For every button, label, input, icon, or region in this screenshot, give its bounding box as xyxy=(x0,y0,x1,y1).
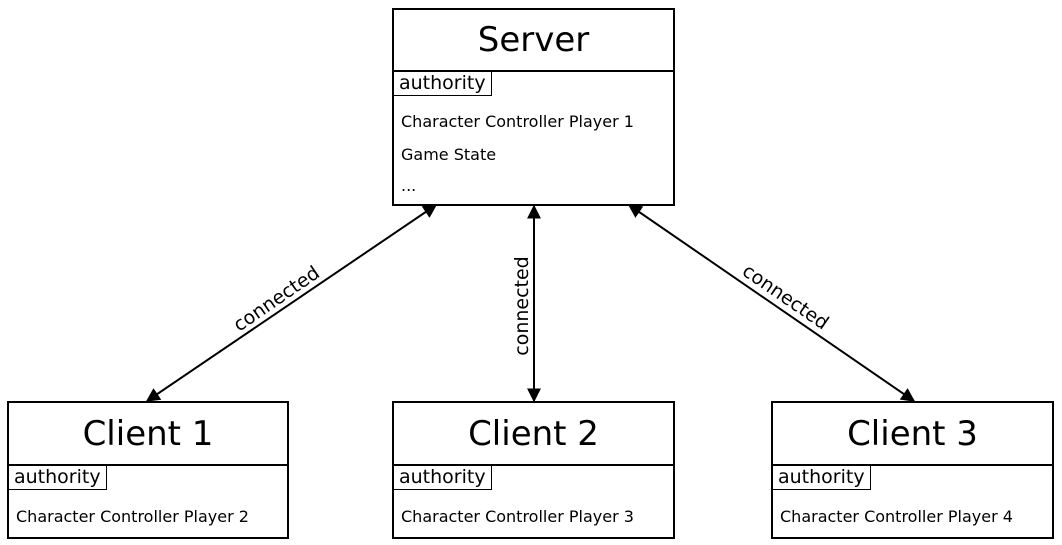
client-authority-tag-3: authority xyxy=(773,465,871,490)
client-node-3: Client 3 authority Character Controller … xyxy=(771,401,1054,539)
server-authority-tag: authority xyxy=(394,71,492,96)
link-label-client-2: connected xyxy=(511,256,533,356)
server-node: Server authority Character Controller Pl… xyxy=(392,8,675,206)
client-authority-tag-1: authority xyxy=(9,465,107,490)
client-authority-tag-2: authority xyxy=(394,465,492,490)
client-entry-3: Character Controller Player 4 xyxy=(780,507,1013,526)
client-entry-1: Character Controller Player 2 xyxy=(16,507,249,526)
link-server-client-3 xyxy=(627,204,916,402)
client-entry-2: Character Controller Player 3 xyxy=(401,507,634,526)
server-entry: Game State xyxy=(401,145,497,164)
server-entry: ... xyxy=(401,176,417,195)
server-entry: Character Controller Player 1 xyxy=(401,112,634,131)
link-label-client-3: connected xyxy=(738,260,832,334)
server-title: Server xyxy=(394,10,673,72)
client-title-1: Client 1 xyxy=(9,403,287,466)
client-node-1: Client 1 authority Character Controller … xyxy=(7,401,289,539)
link-server-client-1 xyxy=(145,204,438,402)
client-title-2: Client 2 xyxy=(394,403,673,466)
link-label-client-1: connected xyxy=(229,262,323,336)
client-node-2: Client 2 authority Character Controller … xyxy=(392,401,675,539)
client-title-3: Client 3 xyxy=(773,403,1052,466)
